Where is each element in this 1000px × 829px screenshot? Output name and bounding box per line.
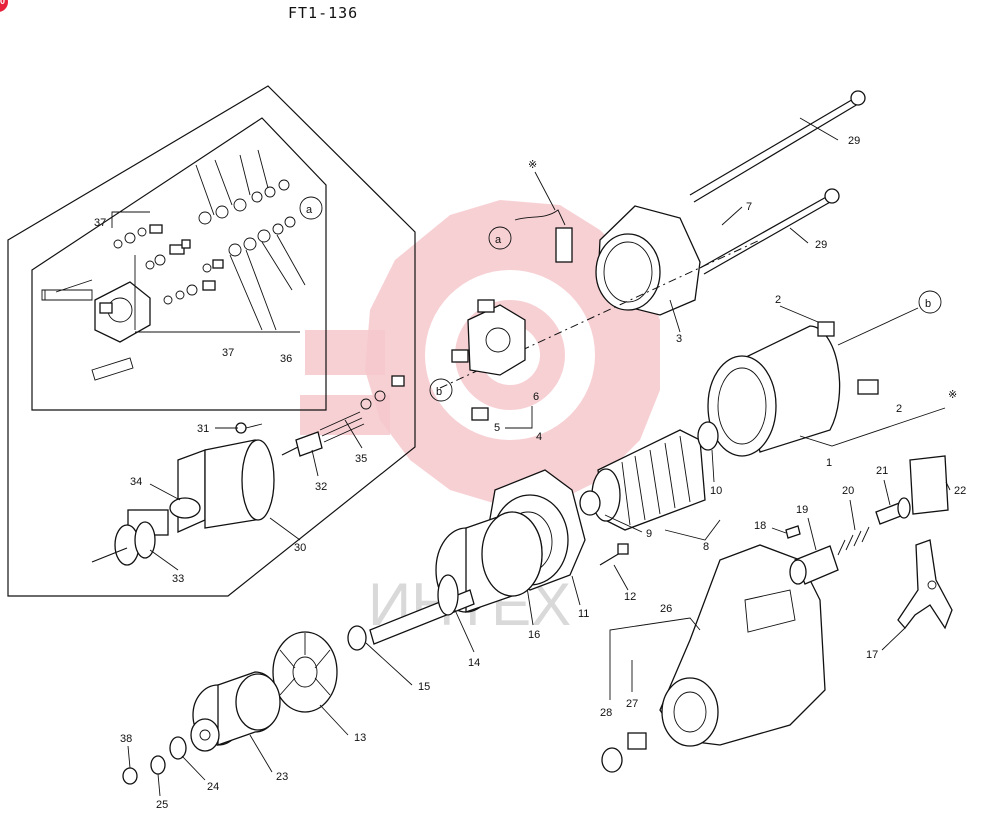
stop-ring-25 [150,755,166,775]
label-5: 5 [494,422,500,434]
nut-38 [122,767,138,785]
callout-a: a [495,234,502,246]
label-38: 38 [120,733,132,745]
label-1: 1 [826,457,832,469]
label-21: 21 [876,465,888,477]
label-30: 30 [294,542,306,554]
plug-28 [601,747,623,773]
label-4: 4 [536,431,542,443]
label-26: 26 [660,603,672,615]
label-32: 32 [315,481,327,493]
through-bolts-29 [689,90,866,275]
label-29-upper: 29 [848,135,860,147]
callout-b-left: b [436,386,442,398]
label-14: 14 [468,657,480,669]
label-24: 24 [207,781,219,793]
label-12: 12 [624,591,636,603]
clutch-plate-13 [272,631,338,713]
label-35: 35 [355,453,367,465]
shift-lever-17 [897,539,953,630]
label-11: 11 [578,608,589,620]
label-8: 8 [703,541,709,553]
wire-lead [488,209,573,263]
solenoid-subassembly-frame [7,85,416,597]
brush-holder-inner [41,149,323,381]
label-13: 13 [354,732,366,744]
yoke-field-coil-1 [707,290,942,457]
callout-b-right: b [925,298,931,310]
note-mark-top: ※ [528,159,537,171]
label-27: 27 [626,698,638,710]
leader-lines-solenoid [149,419,363,571]
label-34: 34 [130,476,142,488]
label-15: 15 [418,681,430,693]
snap-ring-24 [169,736,187,760]
label-7: 7 [746,201,752,213]
bushing-27 [627,732,647,750]
bracket-4 [505,406,533,429]
label-17: 17 [866,649,878,661]
callout-a-inner: a [306,204,313,216]
label-6: 6 [533,391,539,403]
label-28-left: 28 [600,707,612,719]
label-18: 18 [754,520,766,532]
label-31: 31 [197,423,209,435]
label-2-upper: 2 [775,294,781,306]
gear-housing-26 [659,544,826,747]
washer-15 [347,625,367,651]
label-33: 33 [172,573,184,585]
label-3: 3 [676,333,682,345]
gear-shaft-14 [369,511,543,645]
label-19: 19 [796,504,808,516]
brush-holder-4 [429,299,526,421]
plunger-spring-35 [281,375,405,457]
label-23: 23 [276,771,288,783]
label-37-upper: 37 [94,217,106,229]
label-10: 10 [710,485,722,497]
label-25: 25 [156,799,168,811]
plunger-group [785,455,949,585]
page-badge: 0 [0,0,8,12]
label-36: 36 [280,353,292,365]
label-20: 20 [842,485,854,497]
note-mark-right: ※ [948,389,957,401]
end-frame-3 [595,205,701,316]
label-29-lower: 29 [815,239,827,251]
label-16: 16 [528,629,540,641]
overrunning-clutch-23 [190,671,281,752]
diagram-code: FT1-136 [288,4,359,22]
label-37-lower: 37 [222,347,234,359]
label-2-lower: 2 [896,403,902,415]
label-22: 22 [954,485,966,497]
solenoid-switch [91,422,275,566]
armature-8 [579,421,719,531]
label-9: 9 [646,528,652,540]
